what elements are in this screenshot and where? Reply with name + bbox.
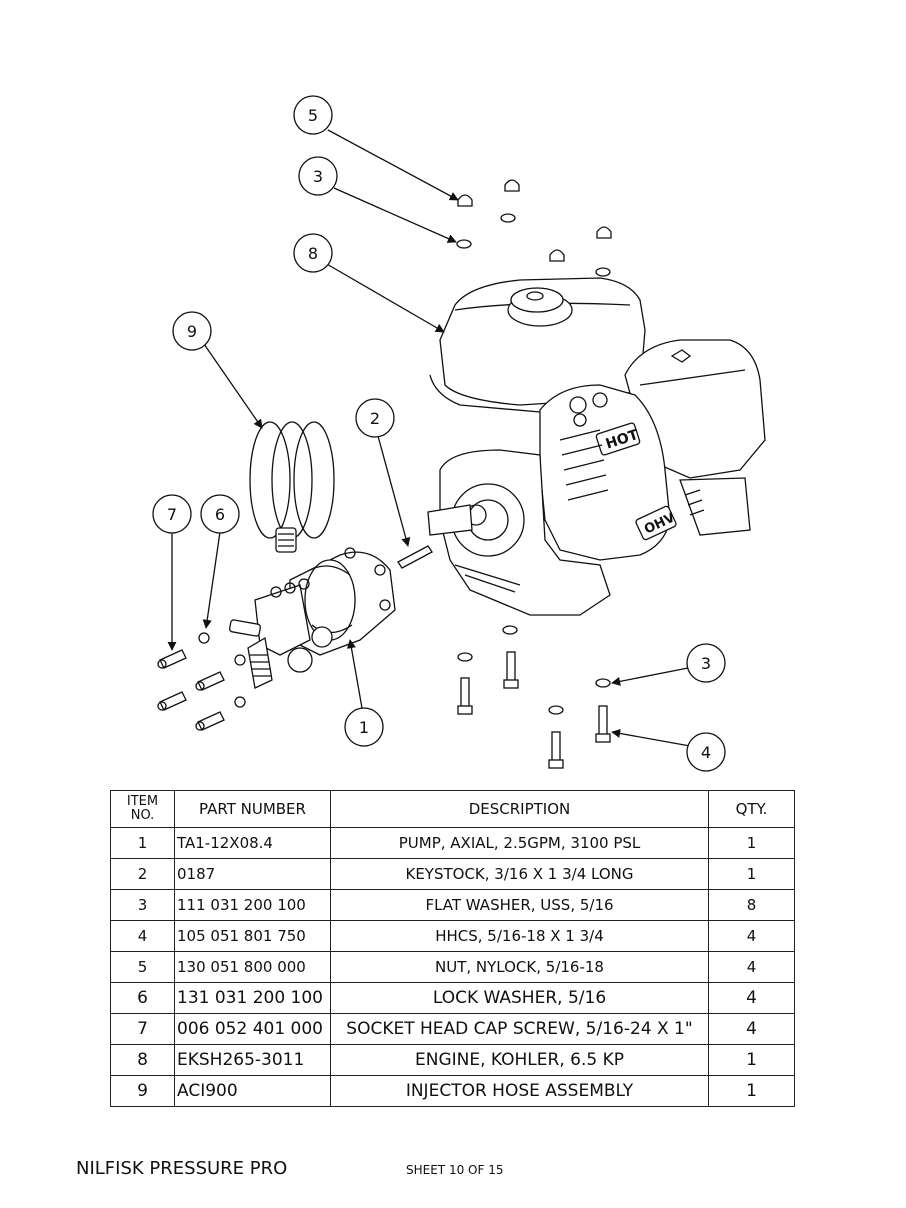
table-row: 3 111 031 200 100 FLAT WASHER, USS, 5/16… [110,889,795,921]
cell-item: 6 [110,982,175,1014]
cell-qty: 1 [708,858,795,890]
cell-part: 111 031 200 100 [174,889,331,921]
callout-balloon: 3 [686,643,726,683]
cell-part: 0187 [174,858,331,890]
header-description: DESCRIPTION [330,790,709,828]
svg-text:4: 4 [701,743,711,762]
cell-part: EKSH265-3011 [174,1044,331,1076]
cell-qty: 4 [708,951,795,983]
callout-balloons: 5 3 8 9 2 7 6 1 3 4 [152,95,726,772]
cell-desc: PUMP, AXIAL, 2.5GPM, 3100 PSL [330,827,709,859]
cell-part: 130 051 800 000 [174,951,331,983]
cell-desc: KEYSTOCK, 3/16 X 1 3/4 LONG [330,858,709,890]
cell-item: 9 [110,1075,175,1107]
svg-text:3: 3 [701,654,711,673]
cell-item: 3 [110,889,175,921]
callout-balloon: 8 [293,233,333,273]
header-qty: QTY. [708,790,795,828]
injector-hose-coil [249,421,335,553]
svg-text:5: 5 [308,106,318,125]
keystock-part [397,545,433,569]
table-row: 7 006 052 401 000 SOCKET HEAD CAP SCREW,… [110,1013,795,1045]
document-title: NILFISK PRESSURE PRO [76,1158,288,1179]
engine-assembly: HOT OHV [427,179,766,769]
cell-desc: ENGINE, KOHLER, 6.5 KP [330,1044,709,1076]
cell-item: 2 [110,858,175,890]
svg-text:7: 7 [167,505,177,524]
cell-part: TA1-12X08.4 [174,827,331,859]
svg-text:3: 3 [313,167,323,186]
cell-qty: 4 [708,982,795,1014]
svg-text:6: 6 [215,505,225,524]
svg-text:9: 9 [187,322,197,341]
table-row: 2 0187 KEYSTOCK, 3/16 X 1 3/4 LONG 1 [110,858,795,890]
cell-qty: 1 [708,1075,795,1107]
cell-desc: LOCK WASHER, 5/16 [330,982,709,1014]
callout-balloon: 6 [200,494,240,534]
table-row: 6 131 031 200 100 LOCK WASHER, 5/16 4 [110,982,795,1014]
cell-desc: SOCKET HEAD CAP SCREW, 5/16-24 X 1" [330,1013,709,1045]
cell-item: 5 [110,951,175,983]
cell-item: 8 [110,1044,175,1076]
svg-text:1: 1 [359,718,369,737]
cell-desc: FLAT WASHER, USS, 5/16 [330,889,709,921]
cell-qty: 1 [708,827,795,859]
cell-desc: HHCS, 5/16-18 X 1 3/4 [330,920,709,952]
cell-item: 7 [110,1013,175,1045]
cell-qty: 4 [708,1013,795,1045]
cell-part: 105 051 801 750 [174,920,331,952]
svg-text:2: 2 [370,409,380,428]
callout-balloon: 1 [344,707,384,747]
cell-part: 131 031 200 100 [174,982,331,1014]
pump-assembly [229,547,396,689]
cell-qty: 1 [708,1044,795,1076]
header-part-number: PART NUMBER [174,790,331,828]
table-row: 5 130 051 800 000 NUT, NYLOCK, 5/16-18 4 [110,951,795,983]
cell-part: ACI900 [174,1075,331,1107]
callout-balloon: 5 [293,95,333,135]
cell-desc: INJECTOR HOSE ASSEMBLY [330,1075,709,1107]
callout-balloon: 3 [298,156,338,196]
cell-qty: 4 [708,920,795,952]
cell-item: 4 [110,920,175,952]
cell-item: 1 [110,827,175,859]
table-row: 1 TA1-12X08.4 PUMP, AXIAL, 2.5GPM, 3100 … [110,827,795,859]
exploded-parts-drawing: HOT OHV [152,95,766,772]
callout-balloon: 2 [355,398,395,438]
table-row: 8 EKSH265-3011 ENGINE, KOHLER, 6.5 KP 1 [110,1044,795,1076]
callout-balloon: 9 [172,311,212,351]
cell-qty: 8 [708,889,795,921]
svg-text:8: 8 [308,244,318,263]
table-row: 9 ACI900 INJECTOR HOSE ASSEMBLY 1 [110,1075,795,1107]
table-row: 4 105 051 801 750 HHCS, 5/16-18 X 1 3/4 … [110,920,795,952]
cap-screws [157,649,225,731]
sheet-number: SHEET 10 OF 15 [406,1163,504,1177]
callout-balloon: 4 [686,732,726,772]
cell-desc: NUT, NYLOCK, 5/16-18 [330,951,709,983]
cell-part: 006 052 401 000 [174,1013,331,1045]
callout-balloon: 7 [152,494,192,534]
